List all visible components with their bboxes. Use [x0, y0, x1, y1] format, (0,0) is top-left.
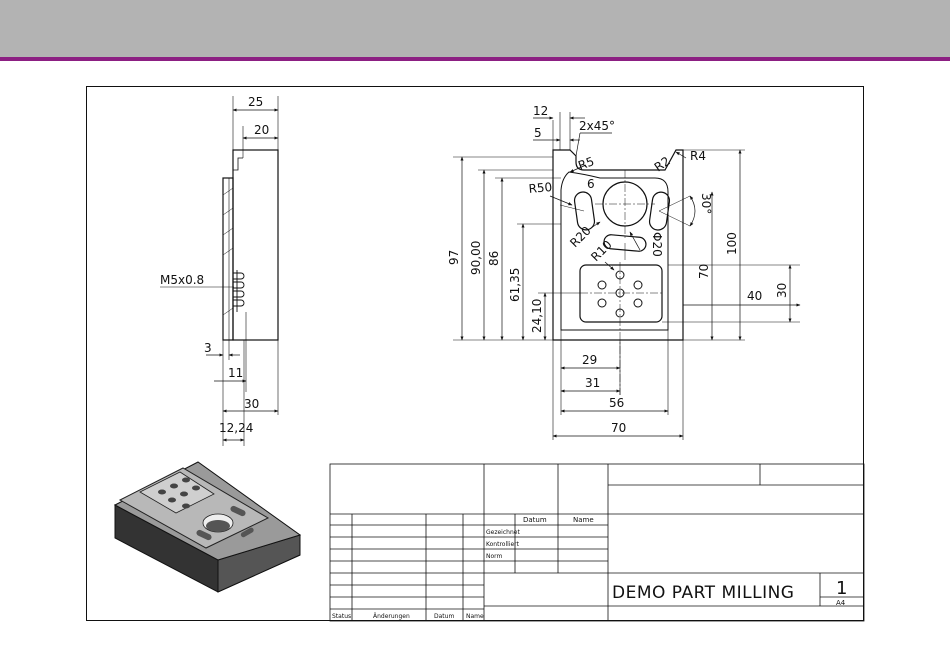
dim-97: 97	[447, 250, 461, 265]
dim-6: 6	[587, 177, 595, 191]
dim-24-10: 24,10	[530, 299, 544, 333]
dim-5: 5	[534, 126, 542, 140]
tb-row-kontrolliert: Kontrolliert	[486, 541, 520, 548]
radius-r50: R50	[528, 180, 553, 196]
tb-col-aenderungen: Änderungen	[373, 613, 410, 620]
dim-29: 29	[582, 353, 597, 367]
radius-r4: R4	[690, 149, 706, 163]
side-view	[160, 96, 278, 446]
dim-40: 40	[747, 289, 762, 303]
tb-head-name: Name	[573, 516, 594, 524]
dim-chamfer: 2x45°	[579, 119, 615, 133]
dim-86: 86	[487, 251, 501, 266]
dim-12: 12	[533, 104, 548, 118]
tb-head-datum: Datum	[523, 516, 547, 524]
side-dim-30: 30	[244, 397, 259, 411]
dim-31: 31	[585, 376, 600, 390]
side-dim-3: 3	[204, 341, 212, 355]
thread-label: M5x0.8	[160, 273, 204, 287]
side-dim-11: 11	[228, 366, 243, 380]
dia-20: Φ20	[650, 232, 664, 257]
dim-30-vertical: 30	[775, 283, 789, 298]
angle-30: 30°	[699, 193, 713, 214]
side-dim-20: 20	[254, 123, 269, 137]
side-dim-12-24: 12,24	[219, 421, 253, 435]
sheet-number: 1	[836, 578, 847, 599]
sheet-size: A4	[836, 599, 846, 607]
dim-100: 100	[725, 232, 739, 255]
front-view	[453, 112, 800, 440]
dim-61-35: 61,35	[508, 268, 522, 302]
dim-70: 70	[611, 421, 626, 435]
tb-row-gezeichnet: Gezeichnet	[486, 529, 520, 536]
tb-row-norm: Norm	[486, 553, 503, 560]
side-dim-25: 25	[248, 95, 263, 109]
tb-col-name: Name	[466, 613, 484, 620]
dim-70-vertical: 70	[697, 264, 711, 279]
isometric-view	[115, 462, 300, 592]
tb-col-status: Status	[332, 613, 351, 620]
part-title: DEMO PART MILLING	[612, 583, 794, 603]
dim-90: 90,00	[469, 241, 483, 275]
dim-56: 56	[609, 396, 624, 410]
tb-col-datum: Datum	[434, 613, 454, 620]
